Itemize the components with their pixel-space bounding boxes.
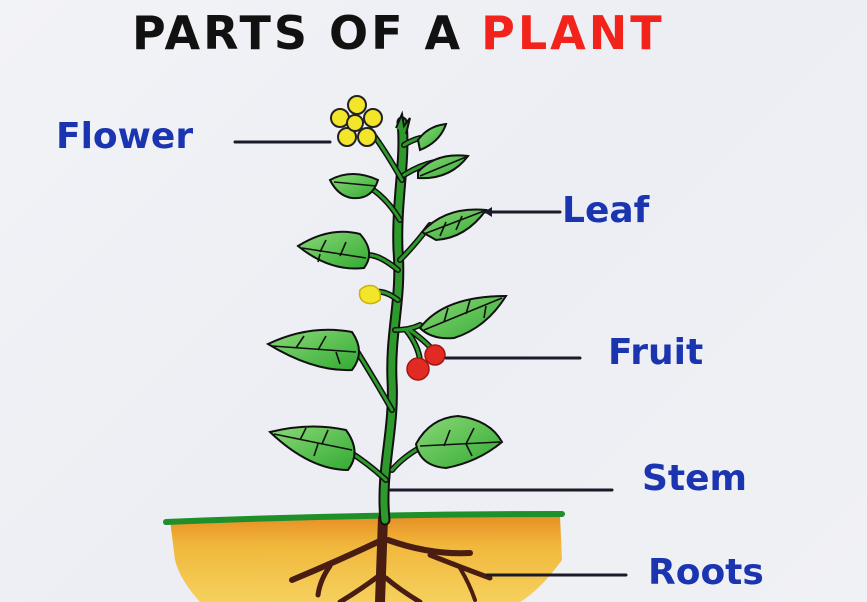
leaf [265,328,360,372]
title-prefix: PARTS OF A [132,6,464,60]
leaves [265,122,508,472]
leaf [328,173,380,200]
ground-line [163,511,565,525]
label-leaf: Leaf [562,190,650,231]
leaf-veins [271,156,503,457]
label-roots: Roots [648,552,764,593]
label-fruit: Fruit [608,332,704,373]
soil [163,511,565,602]
leaf [414,414,504,470]
label-flower: Flower [56,116,194,157]
flower-bud [358,284,382,305]
leaf [296,230,371,270]
title-accent: PLANT [481,6,665,60]
pointer-lines [233,140,628,577]
label-stem: Stem [642,458,748,499]
fruits [406,344,446,381]
leaf [418,294,508,340]
leaf [416,122,448,152]
diagram-title: PARTS OF A PLANT [132,6,665,60]
roots [289,513,493,602]
leaf-arrow-icon [484,207,492,217]
flower-bloom [330,95,383,147]
